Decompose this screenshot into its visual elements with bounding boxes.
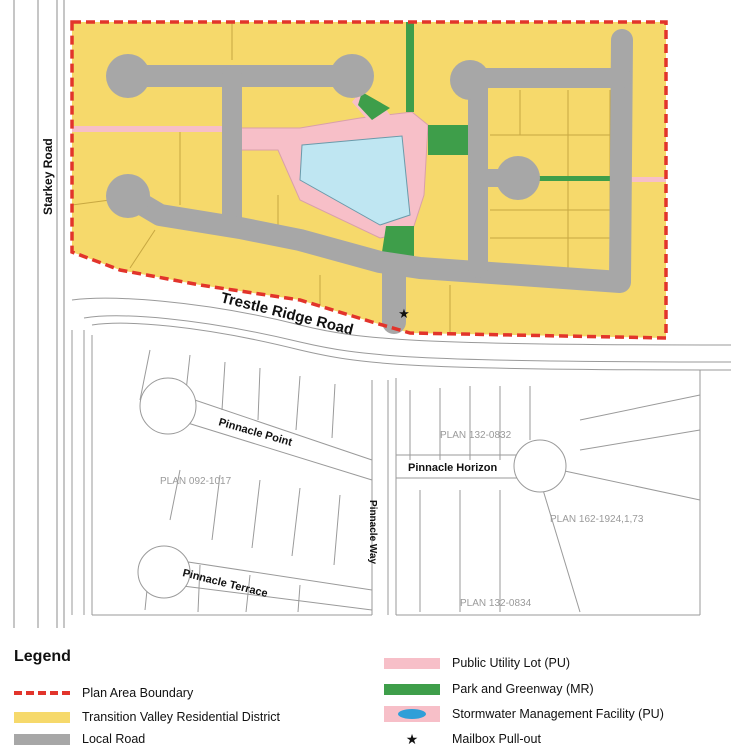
park-swatch <box>384 683 440 695</box>
starkey-road-corridor <box>13 0 65 628</box>
legend-label: Local Road <box>82 732 146 746</box>
legend-item-stormwater: Stormwater Management Facility (PU) <box>384 706 664 722</box>
legend-label: Transition Valley Residential District <box>82 710 280 724</box>
mailbox-star-icon: ★ <box>398 306 410 321</box>
legend-label: Plan Area Boundary <box>82 686 194 700</box>
star-icon: ★ <box>405 731 419 747</box>
stormwater-pond <box>299 135 411 226</box>
plan-label-4: PLAN 132-0834 <box>460 598 532 609</box>
legend-label: Stormwater Management Facility (PU) <box>452 707 664 721</box>
legend-label: Mailbox Pull-out <box>452 732 541 746</box>
plan-label-3: PLAN 162-1924,1,73 <box>550 514 644 525</box>
plan-label-1: PLAN 132-0832 <box>440 430 512 441</box>
south-subdivision <box>71 330 701 616</box>
legend-item-plan-boundary: Plan Area Boundary <box>14 686 193 700</box>
legend-item-local-road: Local Road <box>14 732 145 746</box>
legend-label: Park and Greenway (MR) <box>452 682 594 696</box>
stormwater-swatch <box>384 706 440 722</box>
local-roads <box>117 29 633 334</box>
map-legend: Legend Plan Area Boundary Transition Val… <box>0 628 731 750</box>
utility-strip-left <box>72 126 232 132</box>
boundary-swatch <box>14 691 70 695</box>
site-plan-map: ★ S <box>13 0 731 628</box>
utility-swatch <box>384 657 440 669</box>
utility-strip-right <box>630 177 666 182</box>
south-cul-de-sacs <box>137 377 567 599</box>
legend-item-residential: Transition Valley Residential District <box>14 710 280 724</box>
legend-item-park: Park and Greenway (MR) <box>384 682 594 696</box>
road-swatch <box>14 733 70 745</box>
cul-de-sacs <box>106 54 540 218</box>
plan-label-2: PLAN 092-1017 <box>160 476 232 487</box>
pinnacle-horizon-label: Pinnacle Horizon <box>408 462 498 474</box>
park-greenway-north <box>406 22 414 112</box>
park-strip <box>520 176 610 181</box>
legend-title: Legend <box>14 648 71 665</box>
starkey-road-label: Starkey Road <box>41 138 55 215</box>
legend-label: Public Utility Lot (PU) <box>452 656 571 670</box>
residential-swatch <box>14 711 70 723</box>
pinnacle-way-label: Pinnacle Way <box>367 500 378 565</box>
plan-area-boundary <box>70 20 668 340</box>
park-greenway-east <box>428 125 470 155</box>
legend-item-public-utility: Public Utility Lot (PU) <box>384 656 570 670</box>
park-greenway-corner <box>358 92 390 120</box>
legend-item-mailbox: ★ Mailbox Pull-out <box>384 732 541 746</box>
trestle-ridge-road-corridor <box>71 297 731 371</box>
